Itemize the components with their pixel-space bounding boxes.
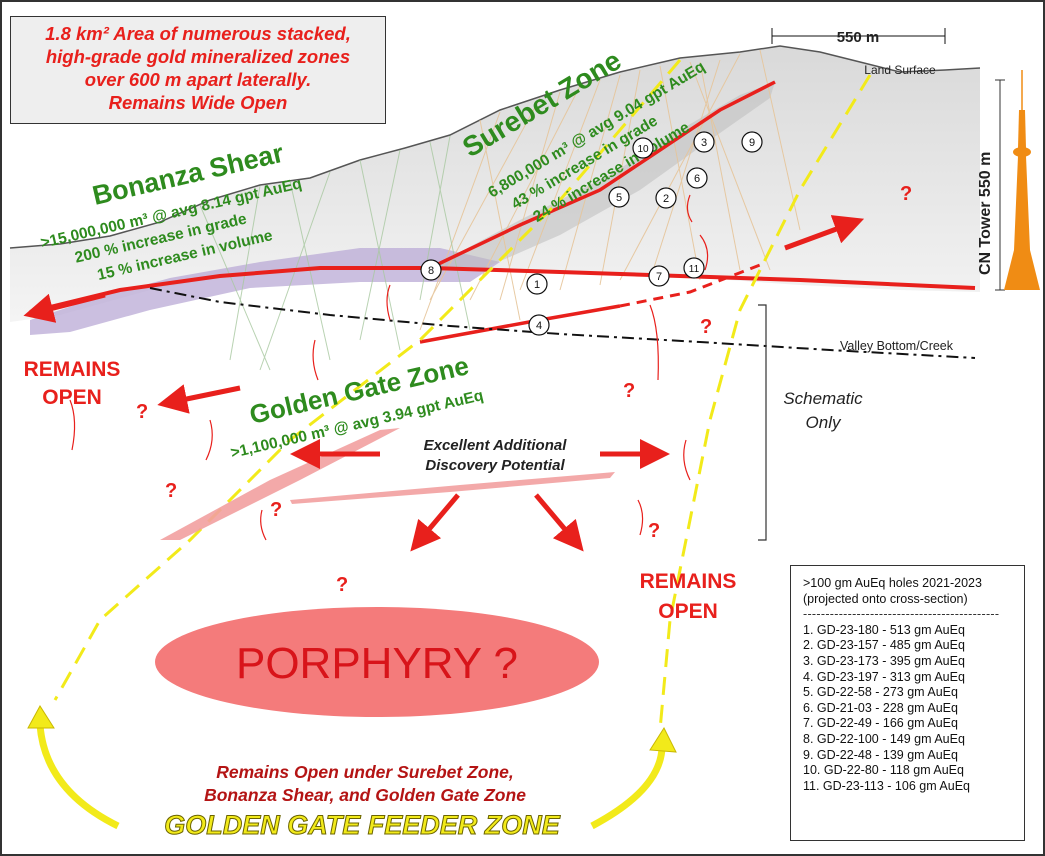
hole-marker-label: 1 [534,279,540,291]
valley-label: Valley Bottom/Creek [840,339,954,353]
legend-item: 7. GD-22-49 - 166 gm AuEq [803,716,958,731]
hole-marker-label: 4 [536,320,542,332]
hole-marker-circle [693,131,715,153]
porphyry-label: PORPHYRY ? [236,639,518,688]
red-arrows [23,215,865,552]
question-mark: ? [136,401,148,423]
legend-item: 5. GD-22-58 - 273 gm AuEq [803,685,958,700]
hole-marker-circle [526,273,548,295]
question-mark: ? [165,480,177,502]
question-mark: ? [336,574,348,596]
summary-callout: 1.8 km² Area of numerous stacked, high-g… [10,16,386,124]
remains-open-right-1: REMAINS [640,570,737,593]
bottom-line-2: Bonanza Shear, and Golden Gate Zone [204,785,526,805]
hole-marker-label: 7 [656,271,662,283]
legend-header-1: >100 gm AuEq holes 2021-2023 [803,576,982,590]
scale-bar-label: 550 m [837,29,880,46]
hole-marker-circle [683,257,705,279]
callout-line-3: over 600 m apart laterally. [84,69,312,90]
legend-item: 3. GD-23-173 - 395 gm AuEq [803,653,965,668]
hole-marker-label: 5 [616,192,622,204]
golden-gate-dashed [619,263,761,308]
drill-traces [419,49,801,331]
legend-list: 1. GD-23-180 - 513 gm AuEq 2. GD-23-157 … [803,623,1014,795]
porphyry-ellipse [155,607,599,717]
hole-marker-circle [420,259,442,281]
golden-gate-lens-2 [290,472,615,504]
question-mark: ? [648,520,660,542]
legend-item: 10. GD-22-80 - 118 gm AuEq [803,763,964,778]
legend-item: 11. GD-23-113 - 106 gm AuEq [803,778,970,793]
scale-bar [771,28,946,44]
hole-marker-circle [528,314,550,336]
land-surface-label: Land Surface [864,63,936,77]
question-mark: ? [700,316,712,338]
hole-marker-circle [686,167,708,189]
legend-separator: ----------------------------------------… [803,607,1000,622]
hole-marker-label: 8 [428,265,434,277]
hole-marker-circle [741,131,763,153]
hole-marker-circle [632,137,654,159]
remains-open-left-2: OPEN [42,386,102,409]
red-veins [69,194,709,541]
legend-item: 9. GD-22-48 - 139 gm AuEq [803,747,958,762]
hole-marker-circle [608,186,630,208]
legend-item: 8. GD-22-100 - 149 gm AuEq [803,731,965,746]
hole-marker-label: 3 [701,137,707,149]
hole-marker-label: 6 [694,173,700,185]
question-mark: ? [623,380,635,402]
remains-open-left-1: REMAINS [24,358,121,381]
question-mark: ? [270,499,282,521]
hole-marker-label: 9 [749,137,755,149]
legend-item: 2. GD-23-157 - 485 gm AuEq [803,638,965,653]
yellow-feeder-arrows [27,705,677,830]
cn-tower-icon [995,70,1040,291]
valley-line [149,287,976,359]
hole-marker-circle [648,265,670,287]
discovery-line-2: Discovery Potential [425,457,565,474]
callout-line-4: Remains Wide Open [108,92,288,113]
hole-markers: 1 2 3 4 5 6 7 8 9 10 11 [420,131,763,336]
feeder-zone-title: GOLDEN GATE FEEDER ZONE [164,810,561,840]
hole-marker-circle [655,187,677,209]
bottom-line-1: Remains Open under Surebet Zone, [216,762,514,782]
land-surface-line [9,45,981,249]
legend-item: 4. GD-23-197 - 313 gm AuEq [803,669,965,684]
schematic-line-1: Schematic [783,389,863,408]
callout-line-2: high-grade gold mineralized zones [45,46,351,67]
hole-marker-label: 10 [637,144,649,155]
discovery-line-1: Excellent Additional [424,437,568,454]
surebet-zone-line [429,80,776,270]
remains-open-right-2: OPEN [658,600,718,623]
drill-hole-legend: >100 gm AuEq holes 2021-2023 (projected … [790,565,1025,841]
legend-item: 6. GD-21-03 - 228 gm AuEq [803,700,958,715]
cn-tower-label: CN Tower 550 m [977,152,994,275]
legend-header-2: (projected onto cross-section) [803,591,968,606]
hole-marker-label: 11 [689,264,700,275]
schematic-bracket [758,304,767,541]
hole-marker-label: 2 [663,193,669,205]
question-mark: ? [900,183,912,205]
callout-line-1: 1.8 km² Area of numerous stacked, [45,23,351,44]
schematic-line-2: Only [806,413,842,432]
question-marks: ? ? ? ? ? ? ? ? [136,183,912,596]
legend-item: 1. GD-23-180 - 513 gm AuEq [803,622,965,637]
